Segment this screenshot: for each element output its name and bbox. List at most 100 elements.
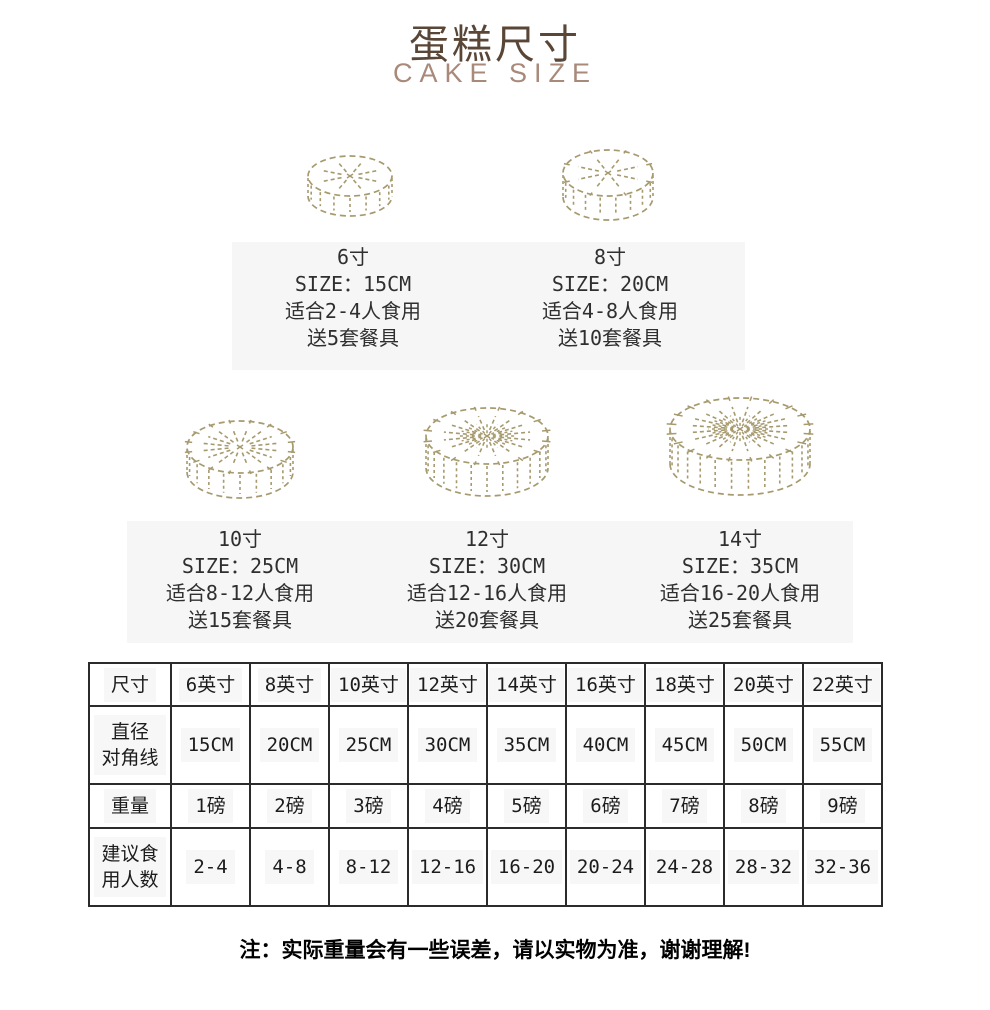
cake-line [467, 426, 483, 435]
cake-line [721, 430, 737, 441]
cake-line [248, 419, 252, 424]
cake-line [687, 405, 695, 410]
table-cell: 20-24 [565, 827, 646, 907]
cake-line [208, 449, 231, 459]
cake-line [186, 471, 294, 499]
cake-line [743, 417, 759, 428]
table-cell-text: 24-28 [648, 850, 721, 884]
table-header-cell: 20英寸 [723, 662, 804, 707]
cake-line [491, 426, 507, 435]
cake-line [184, 450, 193, 454]
cake-line [753, 418, 786, 427]
cake-line [475, 423, 486, 434]
table-cell: 35CM [486, 705, 567, 785]
table-header-cell: 8英寸 [249, 662, 330, 707]
cake-line [231, 428, 239, 442]
table-cell-text: 2-4 [186, 850, 235, 884]
table-cell: 28-32 [723, 827, 804, 907]
table-header-cell: 10英寸 [328, 662, 409, 707]
cake-line [475, 438, 486, 449]
cake-line [704, 412, 730, 425]
cake-line [541, 429, 551, 432]
cake-line [208, 466, 214, 471]
cake-serving-label: 适合4-8人食用 [541, 299, 679, 323]
cake-line [687, 448, 695, 453]
table-cell: 24-28 [644, 827, 725, 907]
table-cell-text: 8磅 [741, 789, 786, 823]
table-header-cell: 22英寸 [802, 662, 883, 707]
table-cell-text: 40CM [575, 728, 636, 762]
cake-line [741, 435, 749, 452]
cake-line [358, 169, 379, 176]
cake-line [346, 173, 354, 179]
cake-line [494, 440, 512, 454]
table-cell-text: 3磅 [346, 789, 391, 823]
cake-line [202, 442, 229, 447]
cake-line [246, 451, 262, 464]
cake-line [716, 434, 734, 450]
cake-line [673, 413, 683, 417]
cake-line [785, 405, 793, 410]
table-cell-text: 6英寸 [178, 667, 243, 702]
cake-line [797, 441, 807, 445]
table-cell-text: 5磅 [504, 789, 549, 823]
cake-line [488, 415, 497, 431]
cake-cutlery-label: 送5套餐具 [306, 326, 400, 350]
cake-line [497, 424, 524, 434]
cake-serving-label: 适合16-20人食用 [659, 581, 821, 605]
cake-line [694, 418, 727, 427]
table-row-label: 直径 对角线 [88, 705, 172, 785]
table-cell-text: 7磅 [662, 789, 707, 823]
cake-line [477, 441, 486, 457]
table-cell-text: 50CM [733, 728, 794, 762]
cake-line [423, 429, 433, 432]
cake-line [594, 177, 605, 189]
table-cell-text: 20英寸 [726, 667, 801, 702]
cake-line [208, 423, 214, 428]
table-cell: 2-4 [170, 827, 251, 907]
table-cell: 40CM [565, 705, 646, 785]
table-cell: 8-12 [328, 827, 409, 907]
cake-12-illustration [423, 406, 551, 497]
cake-line [241, 452, 249, 466]
cake-line [443, 436, 474, 441]
cake-name-label: 12寸 [464, 527, 510, 551]
cake-line [473, 406, 477, 412]
cake-line [753, 431, 786, 440]
cake-line [666, 432, 677, 435]
cake-line [797, 413, 807, 417]
table-header-cell: 6英寸 [170, 662, 251, 707]
cake-line [500, 436, 531, 441]
cake-name-label: 14寸 [717, 527, 763, 551]
table-cell-text: 32-36 [806, 850, 879, 884]
cake-line [729, 415, 739, 427]
cake-line [231, 452, 239, 466]
table-cell-text: 20CM [259, 728, 320, 762]
cake-line [731, 435, 739, 452]
cake-line [477, 415, 486, 431]
cake-line [562, 196, 654, 221]
cake-line [483, 433, 491, 439]
cake-line [467, 437, 483, 446]
cake-line [307, 195, 393, 217]
cake-line [184, 440, 193, 444]
cake-line [266, 423, 272, 428]
cake-line [249, 435, 272, 445]
table-row-label: 建议食 用人数 [88, 827, 172, 907]
cake-line [755, 424, 790, 429]
table-cell: 16-20 [486, 827, 567, 907]
cake-line [690, 424, 725, 429]
cake-line [750, 433, 776, 446]
cake-line [749, 456, 753, 462]
table-cell-text: 2磅 [267, 789, 312, 823]
cake-line [494, 418, 512, 432]
cake-line [287, 450, 296, 454]
table-cell-text: 35CM [496, 728, 557, 762]
table-cell-text: 4-8 [265, 850, 314, 884]
table-cell-text: 28-32 [727, 850, 800, 884]
cake-line [709, 423, 734, 429]
cake-line [563, 180, 570, 184]
